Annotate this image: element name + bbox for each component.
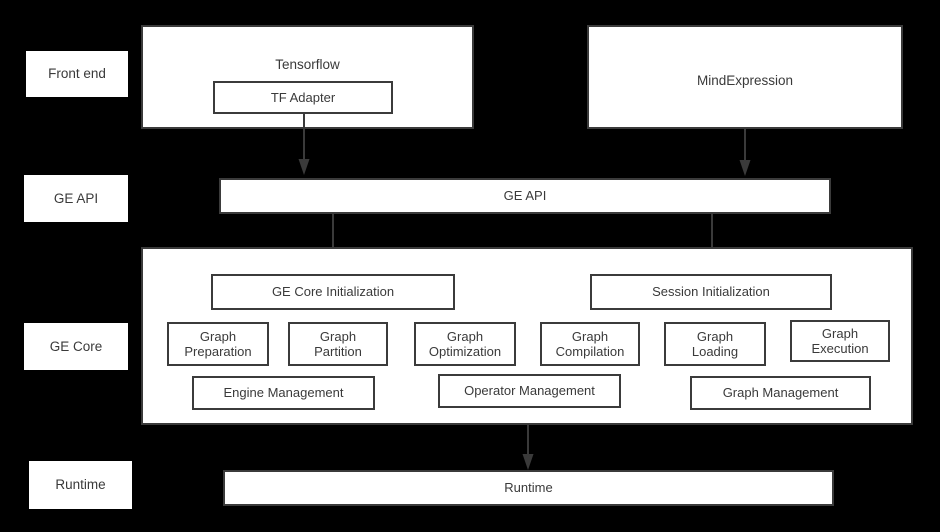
layer-label-runtime-text: Runtime [55, 477, 106, 493]
stage-label-graph-loading: Graph Loading [691, 328, 739, 359]
arrow-tf-adapter-to-ge-api [297, 113, 311, 177]
session-initialization-label: Session Initialization [652, 284, 770, 300]
management-box-graph-management[interactable]: Graph Management [690, 376, 871, 410]
session-initialization-box[interactable]: Session Initialization [590, 274, 832, 310]
tf-adapter-box[interactable]: TF Adapter [213, 81, 393, 114]
stage-label-graph-execution: Graph Execution [811, 325, 869, 356]
stage-label-graph-partition: Graph Partition [314, 328, 362, 359]
management-label-engine-management: Engine Management [223, 385, 344, 401]
stage-box-graph-partition[interactable]: Graph Partition [288, 322, 388, 366]
stage-label-graph-preparation: Graph Preparation [184, 328, 252, 359]
stage-box-graph-compilation[interactable]: Graph Compilation [540, 322, 640, 366]
layer-label-ge-core: GE Core [24, 323, 128, 370]
layer-label-ge-api-text: GE API [53, 190, 99, 206]
layer-label-ge-core-text: GE Core [49, 338, 103, 354]
stage-box-graph-preparation[interactable]: Graph Preparation [167, 322, 269, 366]
stage-box-graph-loading[interactable]: Graph Loading [664, 322, 766, 366]
tf-adapter-label: TF Adapter [270, 89, 336, 105]
stage-box-graph-execution[interactable]: Graph Execution [790, 320, 890, 362]
ge-core-initialization-label: GE Core Initialization [271, 284, 395, 300]
framework-label-tensorflow: Tensorflow [275, 57, 340, 72]
framework-container-mindexpression: MindExpression [587, 25, 903, 129]
stage-label-graph-compilation: Graph Compilation [555, 328, 625, 359]
layer-label-front-end: Front end [26, 51, 128, 97]
ge-core-initialization-box[interactable]: GE Core Initialization [211, 274, 455, 310]
management-box-operator-management[interactable]: Operator Management [438, 374, 621, 408]
layer-label-runtime: Runtime [29, 461, 132, 509]
management-box-engine-management[interactable]: Engine Management [192, 376, 375, 410]
management-label-graph-management: Graph Management [722, 385, 839, 401]
layer-label-ge-api: GE API [24, 175, 128, 222]
runtime-bar-label: Runtime [504, 480, 553, 496]
management-label-operator-management: Operator Management [464, 383, 595, 399]
stage-box-graph-optimization[interactable]: Graph Optimization [414, 322, 516, 366]
ge-api-bar-label: GE API [503, 188, 547, 204]
stage-label-graph-optimization: Graph Optimization [428, 328, 502, 359]
arrow-mindexpression-to-ge-api [738, 129, 752, 178]
arrow-ge-core-to-runtime [521, 425, 535, 471]
framework-label-mindexpression: MindExpression [696, 73, 794, 88]
runtime-bar[interactable]: Runtime [223, 470, 834, 506]
layer-label-front-end-text: Front end [48, 66, 106, 82]
ge-api-bar[interactable]: GE API [219, 178, 831, 214]
